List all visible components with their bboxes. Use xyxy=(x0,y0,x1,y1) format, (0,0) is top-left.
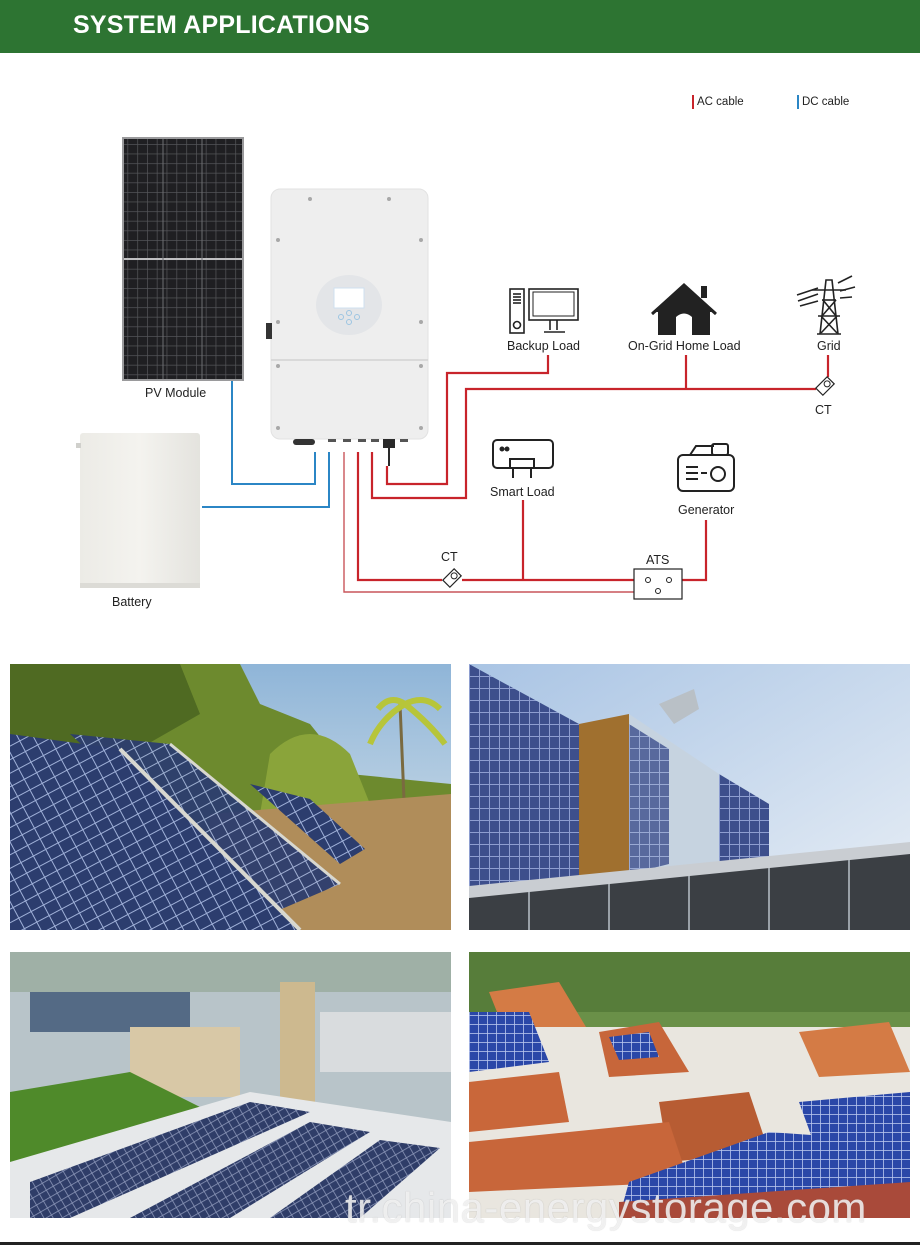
legend-ac-cable: AC cable xyxy=(692,95,744,109)
page-title: SYSTEM APPLICATIONS xyxy=(73,11,370,39)
smart-load-label: Smart Load xyxy=(490,485,555,499)
ac-cable-swatch xyxy=(692,95,694,109)
watermark-text: tr.china-energystorage.com xyxy=(345,1184,867,1231)
house-icon xyxy=(651,283,717,335)
system-wiring-diagram xyxy=(76,137,856,600)
header-bar: SYSTEM APPLICATIONS xyxy=(0,0,920,53)
ats-label: ATS xyxy=(646,553,670,567)
current-transformer-icon xyxy=(814,375,836,397)
hybrid-inverter-icon xyxy=(266,188,429,466)
legend-dc-label: DC cable xyxy=(802,96,850,108)
dc-cable-swatch xyxy=(797,95,799,109)
bottom-divider xyxy=(0,1242,920,1245)
pv-module-label: PV Module xyxy=(145,386,207,400)
ac-cable-thin xyxy=(343,452,655,593)
grid-label: Grid xyxy=(817,339,841,353)
legend-dc-cable: DC cable xyxy=(797,95,849,109)
ct-grid-label: CT xyxy=(815,403,832,417)
generator-icon xyxy=(677,443,735,492)
ground-mount-solar-photo xyxy=(10,664,451,930)
computer-icon xyxy=(509,288,579,334)
ct-generator-label: CT xyxy=(441,550,458,564)
battery-icon xyxy=(76,433,200,588)
solar-panel-icon xyxy=(122,137,244,381)
generator-label: Generator xyxy=(678,503,735,517)
residential-rooftop-solar-photo xyxy=(469,952,910,1218)
dc-cables xyxy=(202,381,330,508)
legend-ac-label: AC cable xyxy=(697,96,744,108)
ac-cables xyxy=(356,355,830,582)
on-grid-home-load-label: On-Grid Home Load xyxy=(628,339,741,353)
current-transformer-icon xyxy=(441,567,463,589)
backup-load-label: Backup Load xyxy=(507,339,580,353)
power-tower-icon xyxy=(796,275,856,335)
building-facade-solar-photo xyxy=(469,664,910,930)
ats-switch-icon xyxy=(633,568,683,600)
air-conditioner-icon xyxy=(492,439,554,478)
industrial-rooftop-solar-photo xyxy=(10,952,451,1218)
battery-label: Battery xyxy=(112,595,152,609)
